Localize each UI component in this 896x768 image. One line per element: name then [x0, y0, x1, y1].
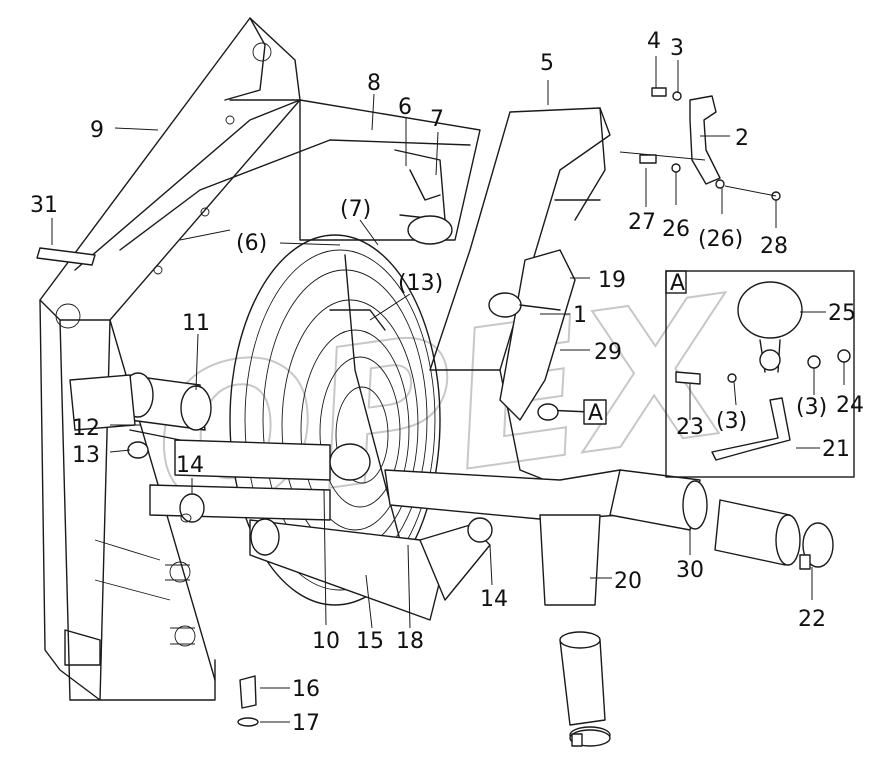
bracket-2 — [619, 95, 721, 185]
callout-21: 21 — [822, 437, 850, 462]
callout-14-right: 14 — [480, 587, 508, 612]
clamp-22 — [799, 522, 834, 570]
callout-26: 26 — [662, 217, 690, 242]
label-plate-31 — [36, 247, 96, 266]
clamp-14-left — [179, 493, 205, 523]
callout-6: 6 — [398, 95, 412, 120]
callout-24: 24 — [836, 393, 864, 418]
callout-18: 18 — [396, 629, 424, 654]
callout-8: 8 — [367, 71, 381, 96]
bolt-16-17 — [237, 675, 259, 727]
callout-3-ref-b: (3) — [796, 395, 827, 420]
callout-2: 2 — [735, 126, 749, 151]
callout-17: 17 — [292, 711, 320, 736]
callout-9: 9 — [90, 118, 104, 143]
callout-10: 10 — [312, 629, 340, 654]
leader-lines — [51, 56, 845, 723]
callout-3-ref-a: (3) — [716, 409, 747, 434]
callout-14-left: 14 — [176, 453, 204, 478]
callout-13-ref: (13) — [398, 271, 443, 296]
clamp-1 — [488, 292, 561, 318]
bolt-detail-a-mark — [537, 403, 591, 421]
callout-3: 3 — [670, 36, 684, 61]
callout-a-marker: A — [588, 401, 603, 426]
callout-13: 13 — [72, 443, 100, 468]
callout-5: 5 — [540, 51, 554, 76]
callout-7: 7 — [430, 107, 444, 132]
small-fasteners-top — [639, 87, 781, 201]
detail-view-a — [665, 270, 855, 478]
callout-30: 30 — [676, 558, 704, 583]
callout-22: 22 — [798, 607, 826, 632]
callout-12: 12 — [72, 416, 100, 441]
callout-31: 31 — [30, 193, 58, 218]
pipe-15-18 — [249, 518, 491, 621]
callout-27: 27 — [628, 210, 656, 235]
callout-labels: 1 2 3 4 5 6 7 8 9 10 11 12 13 14 14 15 1… — [30, 29, 864, 736]
callout-25: 25 — [828, 301, 856, 326]
callout-1: 1 — [573, 303, 587, 328]
pipe-20 — [539, 514, 611, 744]
top-tank — [299, 99, 481, 245]
clamp-13 — [127, 441, 149, 459]
callout-11: 11 — [182, 311, 210, 336]
callout-26-ref: (26) — [698, 227, 743, 252]
callout-4: 4 — [647, 29, 661, 54]
callout-16: 16 — [292, 677, 320, 702]
callout-7-ref: (7) — [340, 197, 371, 222]
detail-a-marker — [583, 399, 607, 425]
detail-a-label: A — [670, 271, 685, 296]
callout-29: 29 — [594, 340, 622, 365]
clamp-14-right — [467, 517, 493, 543]
callout-6-ref: (6) — [236, 231, 267, 256]
callout-23: 23 — [676, 415, 704, 440]
clamp-bottom — [569, 729, 611, 747]
callout-28: 28 — [760, 234, 788, 259]
callout-20: 20 — [614, 569, 642, 594]
pipe-30-sleeve — [714, 499, 801, 566]
callout-19: 19 — [598, 268, 626, 293]
callout-15: 15 — [356, 629, 384, 654]
pipe-19-29 — [384, 249, 708, 531]
